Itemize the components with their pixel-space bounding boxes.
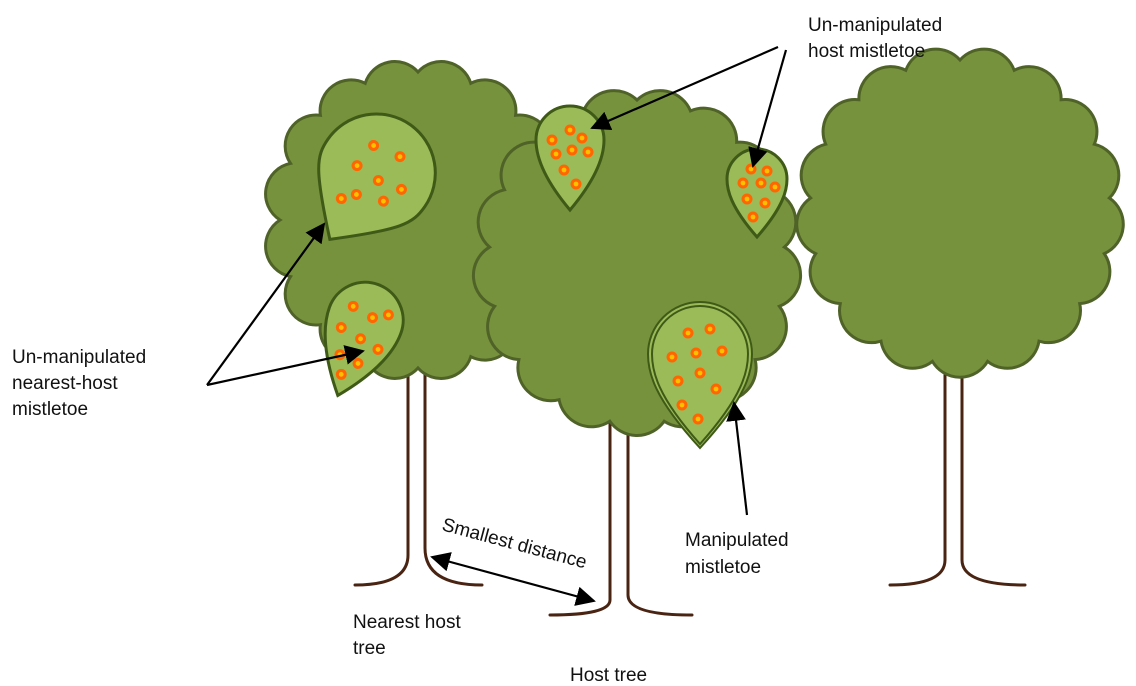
left-tree-trunk: [355, 370, 482, 585]
label-unmanipulated-host-line1: Un-manipulated: [808, 15, 942, 36]
label-unmanipulated-host-line2: host mistletoe: [808, 41, 925, 62]
host-tree-trunk: [550, 420, 692, 615]
label-manipulated-line2: mistletoe: [685, 557, 761, 578]
right-tree-trunk: [890, 375, 1025, 585]
label-nearest-host-mistletoe-line3: mistletoe: [12, 399, 88, 420]
label-manipulated-line1: Manipulated: [685, 530, 789, 551]
right-tree-canopy: [797, 49, 1124, 377]
label-host-tree: Host tree: [570, 665, 647, 686]
label-nearest-host-mistletoe-line1: Un-manipulated: [12, 347, 146, 368]
label-nearest-host-tree-line1: Nearest host: [353, 612, 461, 633]
arrow-to-manipulated-mistletoe: [734, 403, 747, 515]
label-nearest-host-tree-line2: tree: [353, 638, 386, 659]
label-nearest-host-mistletoe-line2: nearest-host: [12, 373, 118, 394]
arrow-to-host-mistletoe-right: [753, 50, 786, 166]
